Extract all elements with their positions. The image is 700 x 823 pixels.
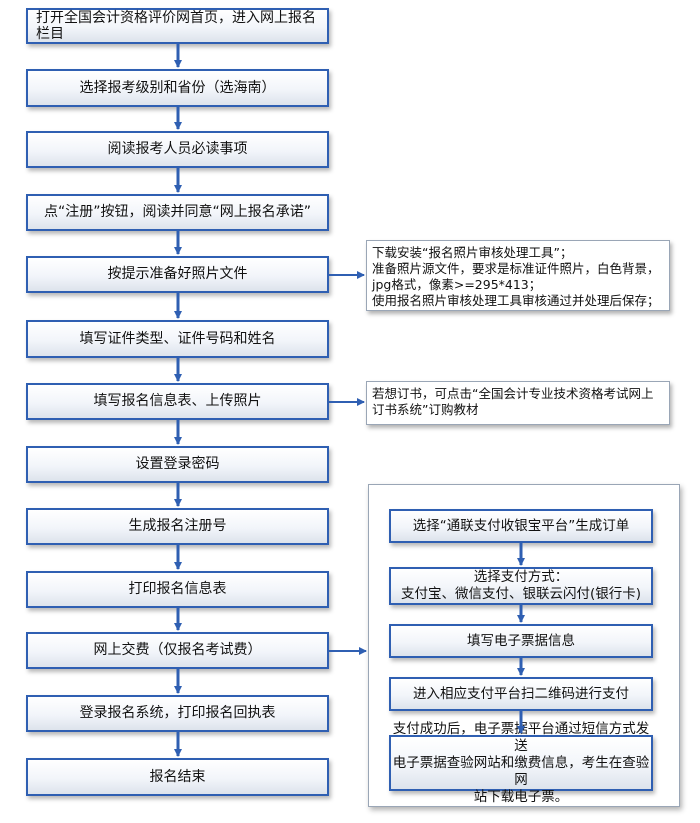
note-line: 下载安装“报名照片审核处理工具”； [372, 245, 573, 260]
step-2-choose-level-province: 选择报考级别和省份（选海南） [26, 69, 329, 107]
payment-step-e-invoice-sms: 支付成功后，电子票据平台通过短信方式发送 电子票据查验网站和缴费信息，考生在查验… [389, 721, 653, 805]
step-label: 点“注册”按钮，阅读并同意“网上报名承诺” [43, 204, 311, 221]
substep-label: 填写电子票据信息 [467, 632, 575, 649]
step-1-open-website: 打开全国会计资格评价网首页，进入网上报名栏目 [26, 8, 329, 44]
step-10-print-info-form: 打印报名信息表 [26, 571, 329, 608]
step-label: 网上交费（仅报名考试费） [93, 642, 262, 659]
note-photo-tool: 下载安装“报名照片审核处理工具”； 准备照片源文件，要求是标准证件照片，白色背景… [366, 240, 670, 311]
substep-label: 站下载电子票。 [473, 788, 569, 805]
step-label: 登录报名系统，打印报名回执表 [79, 705, 276, 722]
step-8-set-password: 设置登录密码 [26, 446, 329, 483]
step-label: 打印报名信息表 [128, 581, 227, 598]
substep-label: 支付成功后，电子票据平台通过短信方式发送 [392, 720, 650, 754]
substep-label: 进入相应支付平台扫二维码进行支付 [413, 685, 629, 702]
substep-label: 选择支付方式： [473, 569, 569, 585]
step-label: 填写报名信息表、上传照片 [93, 393, 262, 410]
step-4-register-agree: 点“注册”按钮，阅读并同意“网上报名承诺” [26, 194, 329, 231]
step-12-print-receipt: 登录报名系统，打印报名回执表 [26, 695, 329, 732]
substep-label: 支付宝、微信支付、银联云闪付(银行卡) [400, 586, 642, 602]
step-9-generate-reg-number: 生成报名注册号 [26, 508, 329, 545]
note-book-order: 若想订书，可点击“全国会计专业技术资格考试网上 订书系统”订购教材 [366, 381, 670, 425]
substep-label: 选择“通联支付收银宝平台”生成订单 [412, 517, 630, 534]
note-line: jpg格式，像素>=295*413； [372, 277, 542, 292]
step-label: 生成报名注册号 [128, 518, 227, 535]
step-7-fill-form-upload-photo: 填写报名信息表、上传照片 [26, 383, 329, 420]
step-6-fill-id-name: 填写证件类型、证件号码和姓名 [26, 320, 329, 358]
step-label: 设置登录密码 [135, 456, 220, 473]
step-5-prepare-photo: 按提示准备好照片文件 [26, 256, 329, 293]
step-label: 报名结束 [149, 768, 206, 785]
payment-step-fill-invoice: 填写电子票据信息 [389, 624, 653, 658]
payment-step-choose-method: 选择支付方式： 支付宝、微信支付、银联云闪付(银行卡) [389, 567, 653, 605]
note-line: 若想订书，可点击“全国会计专业技术资格考试网上 [372, 386, 654, 401]
step-label: 阅读报考人员必读事项 [107, 141, 248, 158]
step-label: 选择报考级别和省份（选海南） [79, 79, 276, 96]
note-line: 订书系统”订购教材 [372, 402, 479, 417]
step-13-end: 报名结束 [26, 758, 329, 796]
step-label: 填写证件类型、证件号码和姓名 [79, 330, 276, 347]
step-3-read-notice: 阅读报考人员必读事项 [26, 131, 329, 168]
step-11-online-payment: 网上交费（仅报名考试费） [26, 632, 329, 669]
step-label: 按提示准备好照片文件 [107, 266, 248, 283]
payment-step-create-order: 选择“通联支付收银宝平台”生成订单 [389, 509, 653, 543]
substep-label: 电子票据查验网站和缴费信息，考生在查验网 [392, 754, 650, 788]
step-label: 打开全国会计资格评价网首页，进入网上报名栏目 [36, 9, 316, 42]
note-line: 使用报名照片审核处理工具审核通过并处理后保存； [372, 293, 660, 308]
note-line: 准备照片源文件，要求是标准证件照片，白色背景， [372, 261, 660, 276]
payment-step-scan-pay: 进入相应支付平台扫二维码进行支付 [389, 677, 653, 711]
